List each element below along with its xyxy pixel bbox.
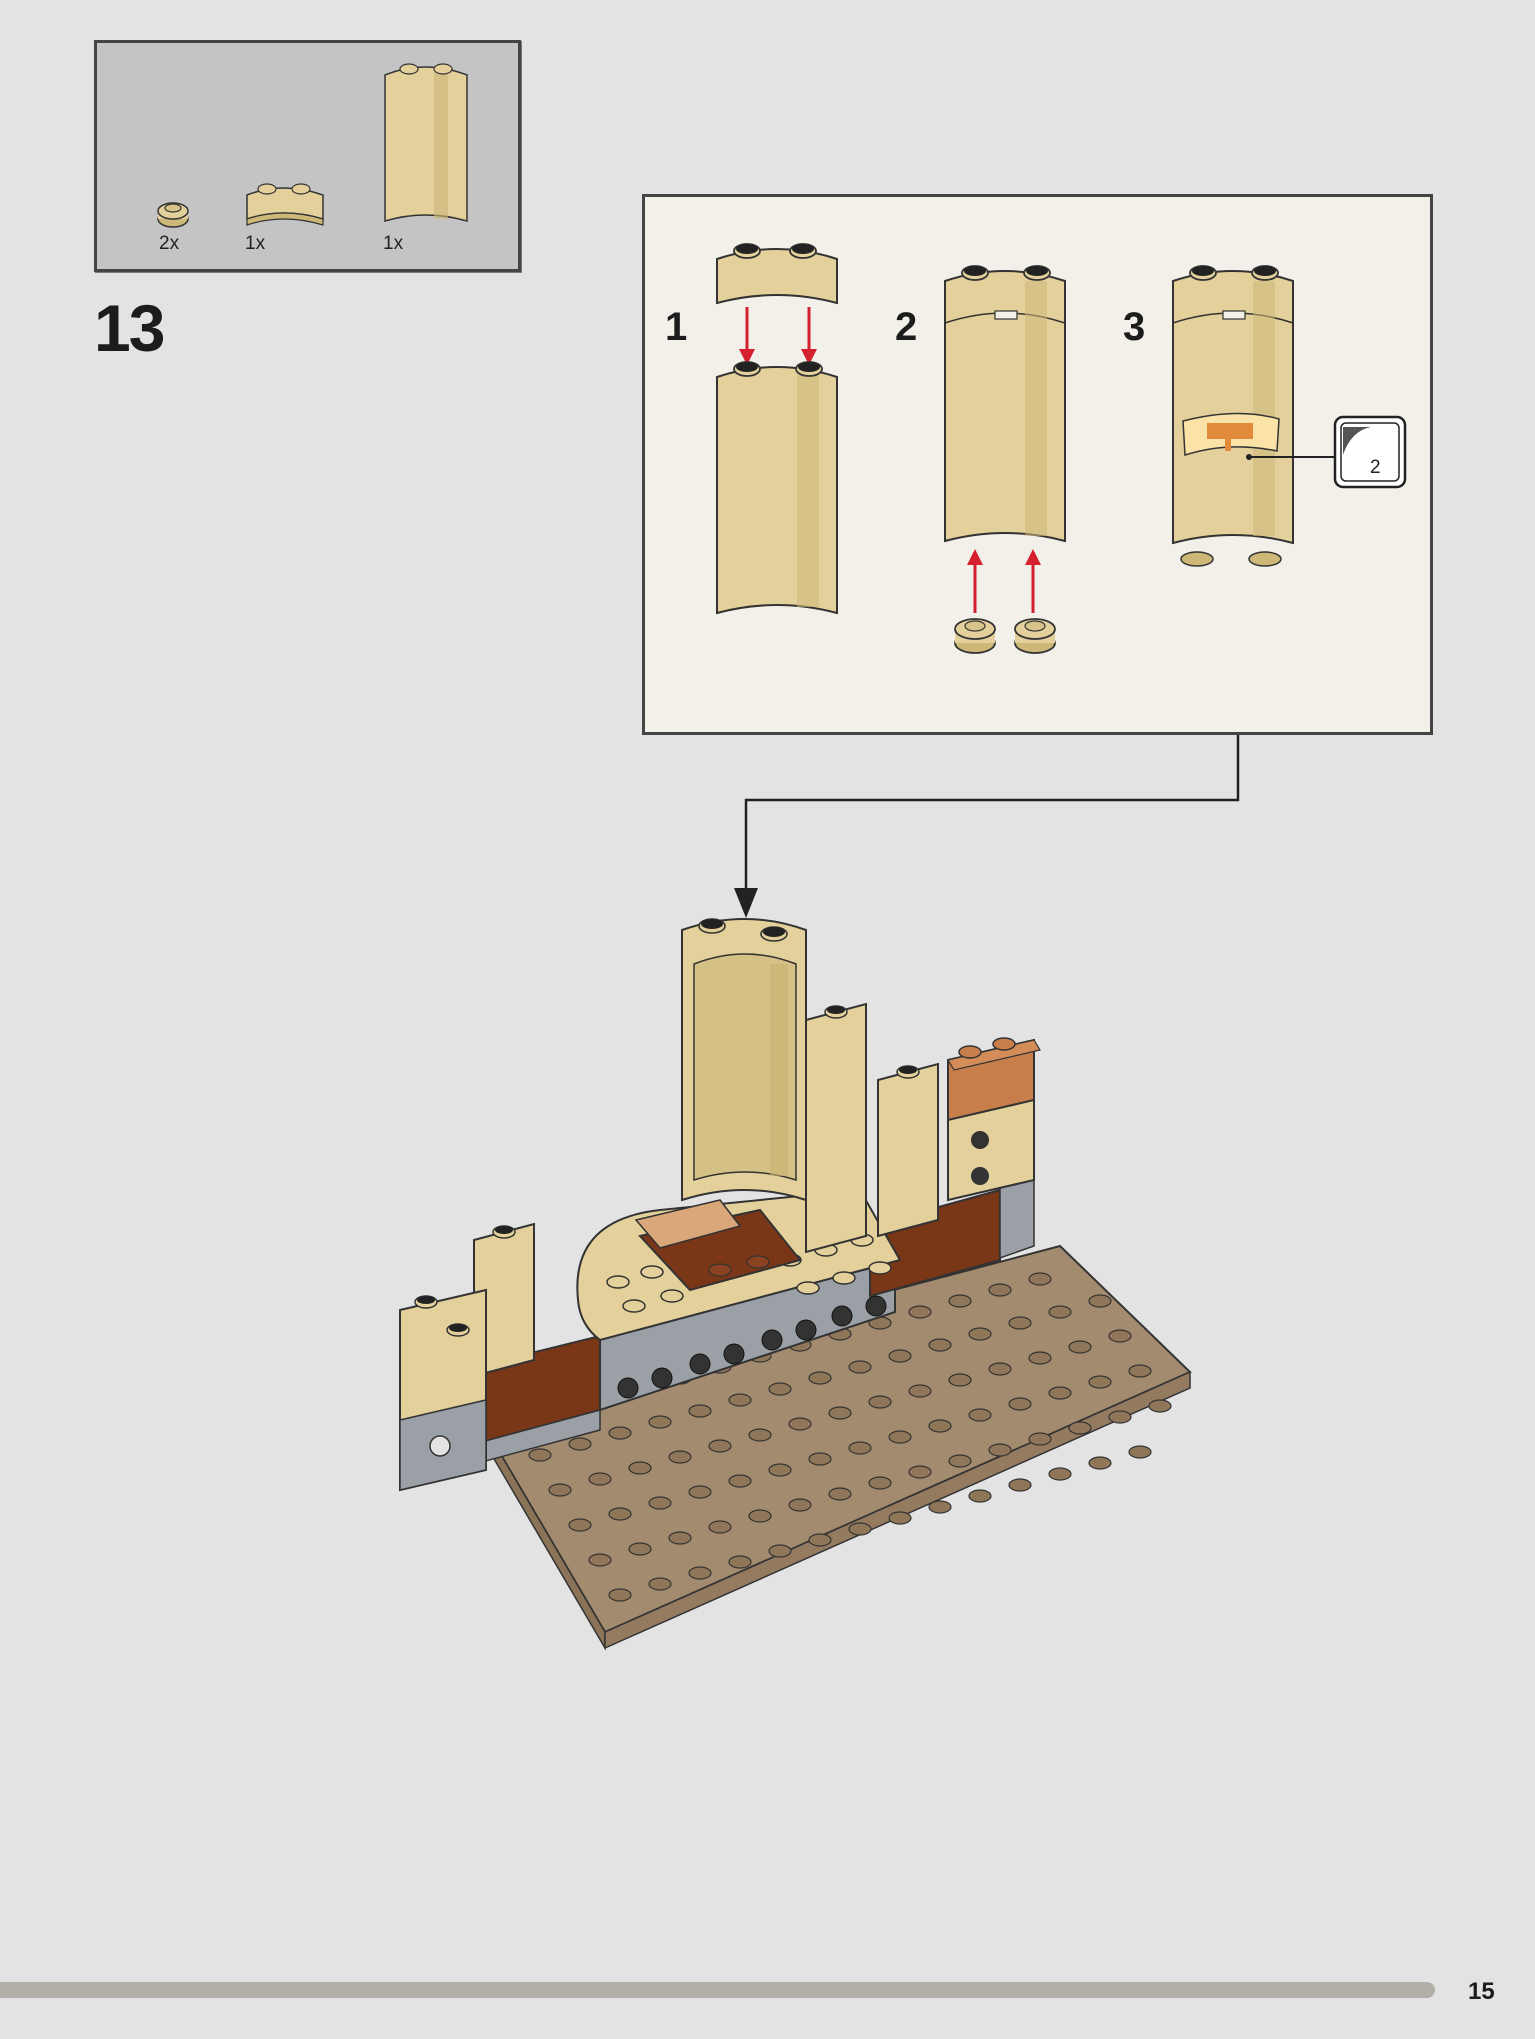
part-quantity: 1x xyxy=(245,233,266,254)
sub-step-number: 1 xyxy=(665,305,688,349)
part-quantity: 2x xyxy=(159,233,180,254)
footer-progress-bar xyxy=(0,1982,1435,1998)
sub-step-1-illustration xyxy=(716,243,838,615)
sub-step-2-illustration xyxy=(944,265,1066,654)
sub-step-number: 3 xyxy=(1123,305,1146,349)
half-cylinder-part-icon xyxy=(384,63,468,223)
round-plate-part-icon xyxy=(157,202,189,228)
sub-step-3-illustration xyxy=(1172,265,1294,567)
step-number: 13 xyxy=(94,291,165,365)
corner-brick-part-icon xyxy=(246,183,324,226)
sticker-sheet-icon xyxy=(1333,415,1407,489)
parts-list-box: 2x 1x 1x xyxy=(94,40,521,272)
sub-assembly-box: 1 2 3 xyxy=(642,194,1433,735)
sub-step-number: 2 xyxy=(895,305,918,349)
page-number: 15 xyxy=(1468,1978,1495,2005)
sticker-number: 2 xyxy=(1370,457,1381,478)
part-quantity: 1x xyxy=(383,233,404,254)
